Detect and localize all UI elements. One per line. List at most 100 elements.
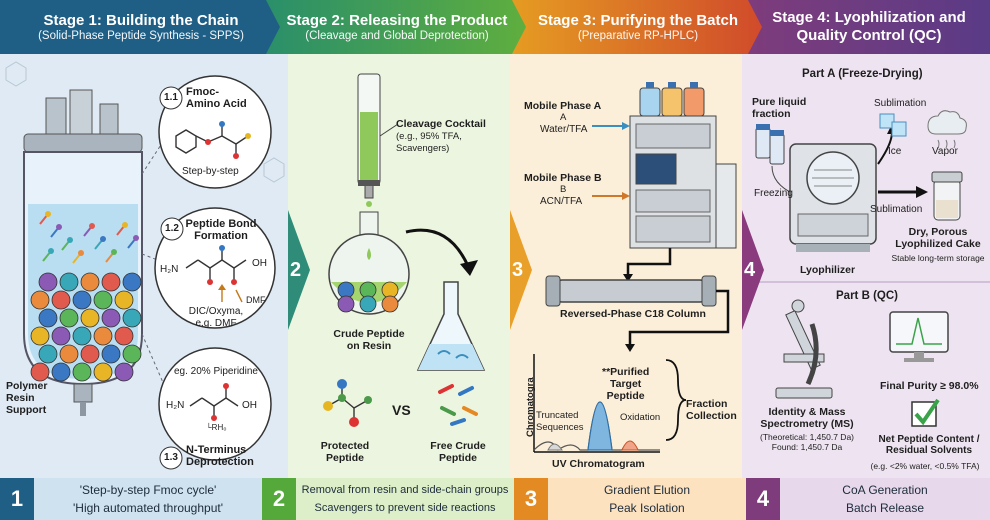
stage3-footer-line1: Gradient Elution xyxy=(603,483,691,497)
resin-bead xyxy=(72,326,92,346)
final-purity-label: Final Purity ≥ 98.0% xyxy=(880,380,979,392)
stage3-footer-line2: Peak Isolation xyxy=(609,501,685,515)
resin-bead xyxy=(30,362,50,382)
stage1-subtitle: (Solid-Phase Peptide Synthesis - SPPS) xyxy=(38,29,244,42)
resin-bead xyxy=(59,344,79,364)
resin-bead xyxy=(80,344,100,364)
step-1-2-oh: OH xyxy=(252,258,267,269)
ice-icon xyxy=(879,113,895,129)
resin-bead xyxy=(80,272,100,292)
mobile-phase-b-title: Mobile Phase B xyxy=(524,172,602,184)
resin-bead xyxy=(101,308,121,328)
stage2-title: Stage 2: Releasing the Product xyxy=(286,11,508,29)
resin-bead xyxy=(114,290,134,310)
stage2-illustration xyxy=(323,73,486,427)
sublimation-bottom-label: Sublimation xyxy=(870,204,923,215)
flask-resin-bead xyxy=(381,295,399,313)
resin-bead xyxy=(38,344,58,364)
step-1-2-h2n: H₂N xyxy=(160,264,179,275)
flask-beads xyxy=(337,281,399,313)
cake-sub-label: Stable long-term storage xyxy=(891,253,985,263)
amino-acid-dot xyxy=(56,224,62,230)
resin-bead xyxy=(72,362,92,382)
resin-bead xyxy=(38,308,58,328)
amino-acid-dot xyxy=(45,211,51,217)
vs-label: VS xyxy=(392,402,411,418)
resin-bead xyxy=(72,290,92,310)
lyophilizer-label: Lyophilizer xyxy=(800,264,856,276)
resin-bead xyxy=(59,308,79,328)
solvent-bottle-a xyxy=(639,87,661,117)
stage3-footer-text: Gradient Elution Peak Isolation xyxy=(548,481,746,517)
stage3-subtitle: (Preparative RP-HPLC) xyxy=(577,29,699,42)
vial-right xyxy=(769,133,785,165)
vapor-icon xyxy=(927,110,967,135)
stage2-header: Stage 2: Releasing the Product (Cleavage… xyxy=(266,0,528,54)
resin-bead xyxy=(122,344,142,364)
flow-arrow xyxy=(405,228,470,267)
flask-resin-bead xyxy=(359,295,377,313)
resin-bead xyxy=(101,272,121,292)
stage1-illustration xyxy=(5,61,285,470)
oxidation-label: Oxidation xyxy=(620,412,661,423)
reactor-port-left xyxy=(45,97,67,135)
step-1-2-reagents: DIC/Oxyma, e.g. DMF xyxy=(188,306,244,329)
stage1-footer: 1 'Step-by-step Fmoc cycle' 'High automa… xyxy=(0,478,262,520)
resin-bead xyxy=(30,326,50,346)
step-1-2-label: Peptide Bond Formation xyxy=(185,218,257,242)
stage4-title: Stage 4: Lyophilization and xyxy=(772,9,966,26)
step-1-3-circle xyxy=(158,347,272,461)
step-1-3-label: N-Terminus Deprotection xyxy=(186,444,254,468)
cake-label: Dry, Porous Lyophilized Cake xyxy=(895,226,981,250)
stage2-footer-text: Removal from resin and side-chain groups… xyxy=(296,481,514,517)
stage1-footer-line2: 'High automated throughput' xyxy=(72,501,224,515)
microscope-icon xyxy=(775,299,833,399)
stage4-footer: 4 CoA Generation Batch Release xyxy=(746,478,990,520)
amino-acid-dot xyxy=(89,223,95,229)
stage4-footer-line2: Batch Release xyxy=(845,501,925,515)
stage1-title: Stage 1: Building the Chain xyxy=(43,11,239,29)
stage1-footer-text: 'Step-by-step Fmoc cycle' 'High automate… xyxy=(34,481,262,517)
mobile-phase-b-letter: B xyxy=(560,184,567,195)
resin-bead xyxy=(80,308,100,328)
reactor-outlet xyxy=(80,402,86,416)
target-peak xyxy=(587,401,613,451)
resin-bead xyxy=(114,362,134,382)
stage4-footer-number: 4 xyxy=(746,478,780,520)
freezing-label: Freezing xyxy=(754,188,793,199)
step-1-2-number: 1.2 xyxy=(165,223,179,234)
resin-bead xyxy=(93,362,113,382)
resin-bead xyxy=(59,272,79,292)
part-a-title: Part A (Freeze-Drying) xyxy=(802,68,923,80)
stage2-footer-line2: Scavengers to prevent side reactions xyxy=(314,502,496,514)
stage4-illustration xyxy=(742,110,990,427)
step-1-3-h2n: H₂N xyxy=(166,400,185,411)
step-1-2-circle xyxy=(154,207,276,329)
purified-peptide-label: **Purified Target Peptide xyxy=(602,366,650,402)
amino-acid-dot xyxy=(133,235,139,241)
stage2-subtitle: (Cleavage and Global Deprotection) xyxy=(305,29,489,42)
oxidation-peak xyxy=(621,440,639,451)
stage2-footer: 2 Removal from resin and side-chain grou… xyxy=(262,478,514,520)
stage1-footer-line1: 'Step-by-step Fmoc cycle' xyxy=(79,483,217,497)
reactor-port-middle xyxy=(69,89,93,135)
ms-label: Identity & Mass Spectrometry (MS) xyxy=(760,406,854,430)
stage2-footer-line1: Removal from resin and side-chain groups xyxy=(301,484,509,496)
stage2-panel: Cleavage Cocktail (e.g., 95% TFA, Scaven… xyxy=(288,54,510,478)
mobile-phase-b-sub: ACN/TFA xyxy=(540,196,583,207)
mobile-phase-a-title: Mobile Phase A xyxy=(524,100,602,112)
resin-bead xyxy=(114,326,134,346)
cleavage-cocktail-label: Cleavage Cocktail xyxy=(396,118,486,130)
vapor-label: Vapor xyxy=(932,146,958,157)
stage1-panel: 1.1 Fmoc- Amino Acid Step-by-step 1.2 Pe… xyxy=(0,54,288,478)
step-1-1-circle xyxy=(158,75,272,189)
resin-bead xyxy=(51,362,71,382)
vial-left xyxy=(755,127,771,159)
amino-acid-dot xyxy=(48,248,54,254)
burette-liquid xyxy=(360,112,378,182)
resin-bead xyxy=(122,308,142,328)
resin-bead xyxy=(122,272,142,292)
step-1-3-reagent: eg. 20% Piperidine xyxy=(174,366,258,377)
stage3-title: Stage 3: Purifying the Batch xyxy=(537,11,739,29)
stage4-title-line2: Quality Control (QC) xyxy=(796,27,942,44)
